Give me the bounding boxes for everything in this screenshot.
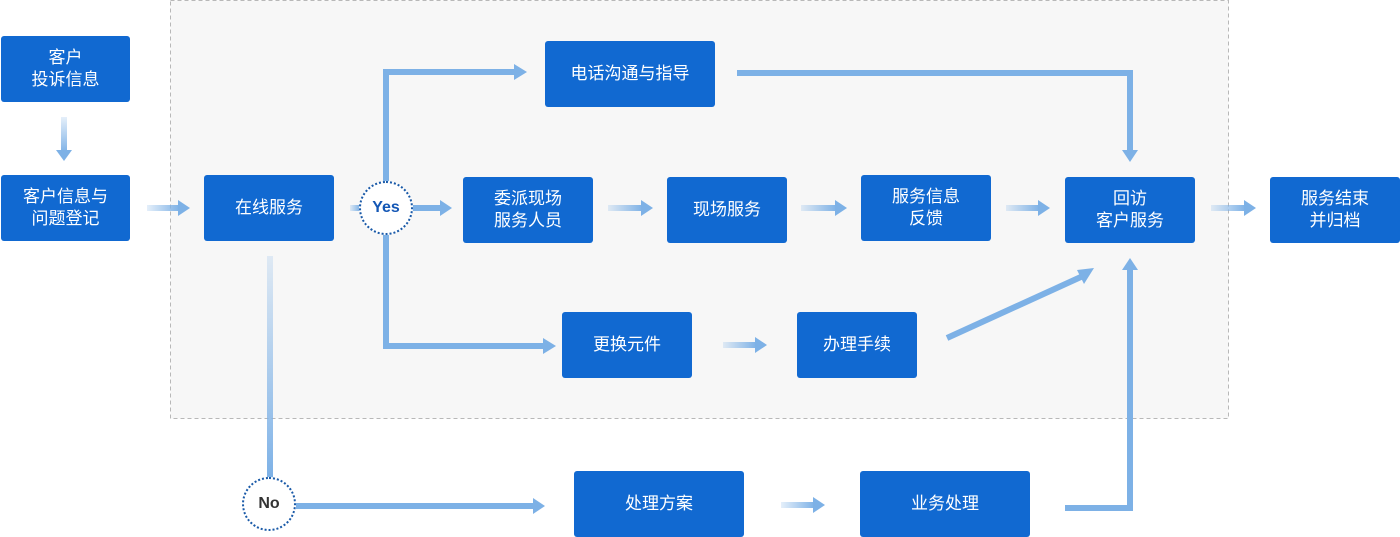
arrow-yes-to-phone	[383, 64, 527, 182]
arrow-replace-to-procedures	[723, 337, 767, 353]
arrow-phone-to-callback	[737, 70, 1138, 162]
node-onsite-service: 现场服务	[667, 177, 787, 243]
arrow-yes-to-dispatch	[412, 200, 452, 216]
arrow-online-to-yes	[350, 205, 360, 211]
node-close-archive: 服务结束 并归档	[1270, 177, 1400, 243]
node-callback: 回访 客户服务	[1065, 177, 1195, 243]
arrow-no-to-solution	[296, 498, 545, 514]
node-complaint-info: 客户 投诉信息	[1, 36, 130, 102]
node-solution-plan: 处理方案	[574, 471, 744, 537]
node-dispatch-staff: 委派现场 服务人员	[463, 177, 593, 243]
arrow-solution-to-business	[781, 497, 825, 513]
node-online-service: 在线服务	[204, 175, 334, 241]
node-feedback: 服务信息 反馈	[861, 175, 991, 241]
arrow-dispatch-to-onsite	[608, 200, 653, 216]
node-info-register: 客户信息与 问题登记	[1, 175, 130, 241]
arrow-register-to-online	[147, 200, 190, 216]
arrow-callback-to-close	[1211, 200, 1256, 216]
arrow-complaint-to-register	[56, 117, 72, 161]
arrow-procedures-to-callback	[945, 268, 1094, 341]
decision-no: No	[242, 477, 296, 531]
arrow-feedback-to-callback	[1006, 200, 1050, 216]
arrow-online-to-no	[267, 256, 273, 478]
decision-yes: Yes	[359, 181, 413, 235]
node-phone-guidance: 电话沟通与指导	[545, 41, 715, 107]
arrow-business-to-callback	[1065, 258, 1138, 511]
node-procedures: 办理手续	[797, 312, 917, 378]
arrow-onsite-to-feedback	[801, 200, 847, 216]
node-business-processing: 业务处理	[860, 471, 1030, 537]
arrow-yes-to-replace	[383, 234, 556, 354]
node-replace-parts: 更换元件	[562, 312, 692, 378]
